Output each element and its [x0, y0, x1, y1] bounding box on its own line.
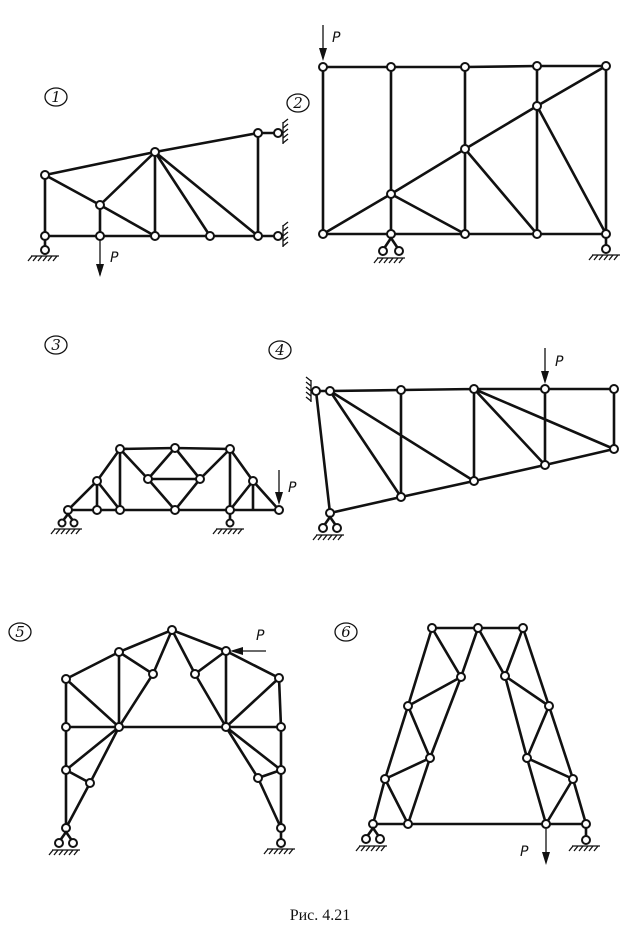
truss-2: 2 P	[286, 25, 621, 264]
load-label: P	[332, 30, 341, 46]
truss-3: 3 P	[44, 335, 297, 535]
figure-caption: Рис. 4.21	[290, 907, 351, 924]
diagram-number: 6	[341, 623, 351, 641]
truss-5: 5 P	[8, 622, 296, 856]
load-label: P	[555, 354, 564, 370]
load-label: P	[288, 480, 297, 496]
diagram-number: 4	[274, 341, 285, 359]
load-label: P	[256, 628, 265, 644]
load-label: P	[520, 844, 529, 860]
truss-1: 1 P	[27, 87, 289, 277]
diagram-number: 1	[51, 88, 61, 106]
truss-4: 4 P	[268, 340, 619, 541]
truss-6: 6 P	[334, 622, 601, 865]
diagram-number: 5	[15, 623, 25, 641]
diagram-number: 2	[292, 94, 303, 112]
diagram-number: 3	[51, 336, 61, 354]
load-label: P	[110, 250, 119, 266]
diagram-number-circle	[44, 87, 68, 107]
